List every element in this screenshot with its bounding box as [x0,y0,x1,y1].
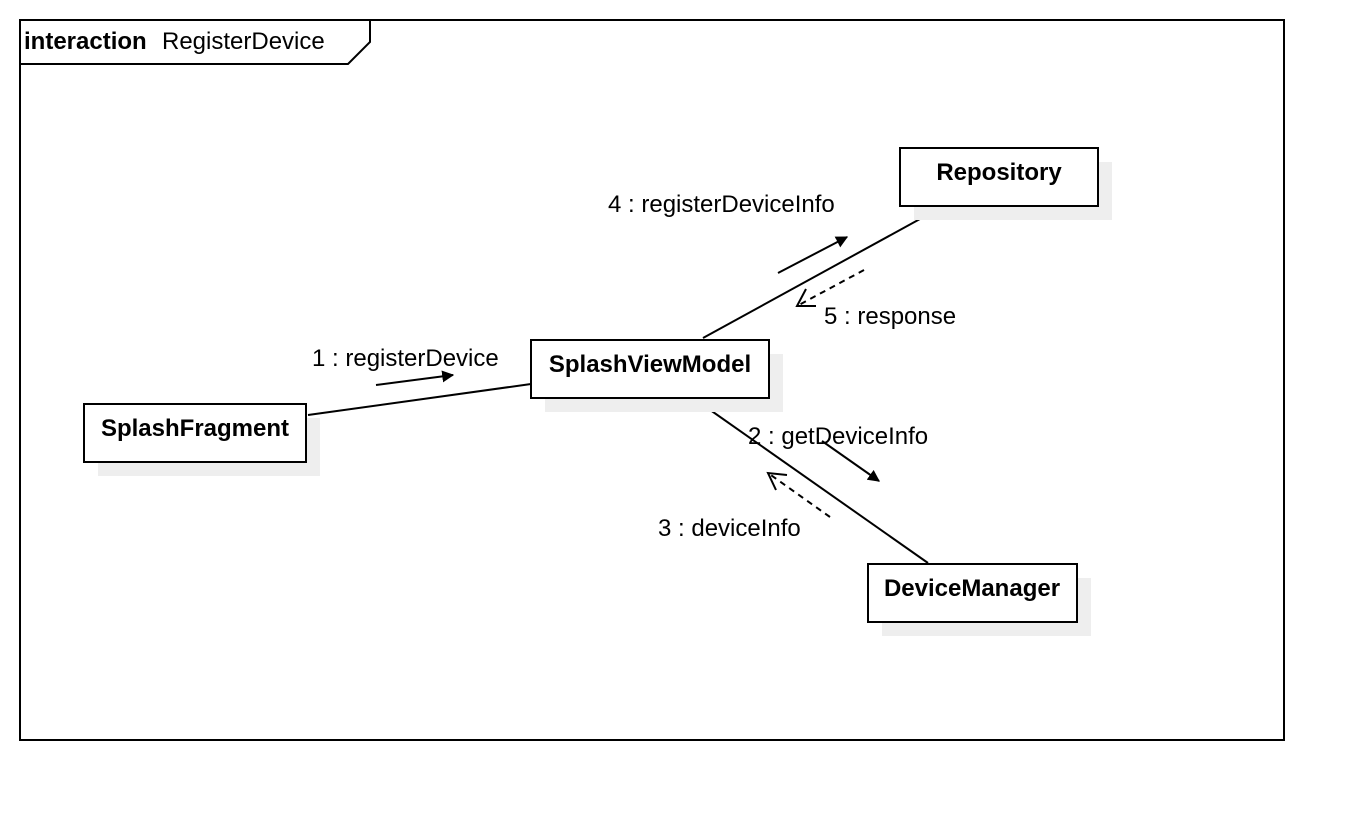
message-4-arrow [777,236,849,274]
object-label: SplashFragment [101,415,289,442]
object-box [83,403,307,463]
message-4-label: 4 : registerDeviceInfo [608,191,835,218]
link-viewmodel-repository [702,207,941,339]
message-5-label: 5 : response [824,303,956,330]
message-2-arrow [821,440,880,482]
message-5-arrowhead [795,288,816,307]
message-1-arrow [375,370,455,386]
message-3-arrowhead [766,471,788,491]
object-label: Repository [936,159,1062,186]
object-box [530,339,770,399]
frame-keyword: interaction [24,28,147,55]
message-3-label: 3 : deviceInfo [658,515,801,542]
message-labels: 1 : registerDevice 4 : registerDeviceInf… [312,191,956,542]
object-device-manager[interactable]: DeviceManager [867,563,1091,636]
object-label: SplashViewModel [549,351,751,378]
interaction-frame: interaction RegisterDevice [19,19,1285,741]
message-5-arrow [796,269,865,307]
object-box [867,563,1078,623]
object-splash-fragment[interactable]: SplashFragment [83,403,320,476]
object-box [899,147,1099,207]
object-label: DeviceManager [884,575,1060,602]
message-arrows [375,236,880,518]
link-viewmodel-devicemanager [695,399,929,564]
message-2-label: 2 : getDeviceInfo [748,423,928,450]
object-splash-view-model[interactable]: SplashViewModel [530,339,783,412]
frame-name: RegisterDevice [162,28,325,55]
frame-tab [20,20,371,65]
object-repository[interactable]: Repository [899,147,1112,220]
message-3-arrow [767,472,831,518]
message-1-label: 1 : registerDevice [312,345,499,372]
link-fragment-viewmodel [307,383,532,416]
links [307,207,941,564]
